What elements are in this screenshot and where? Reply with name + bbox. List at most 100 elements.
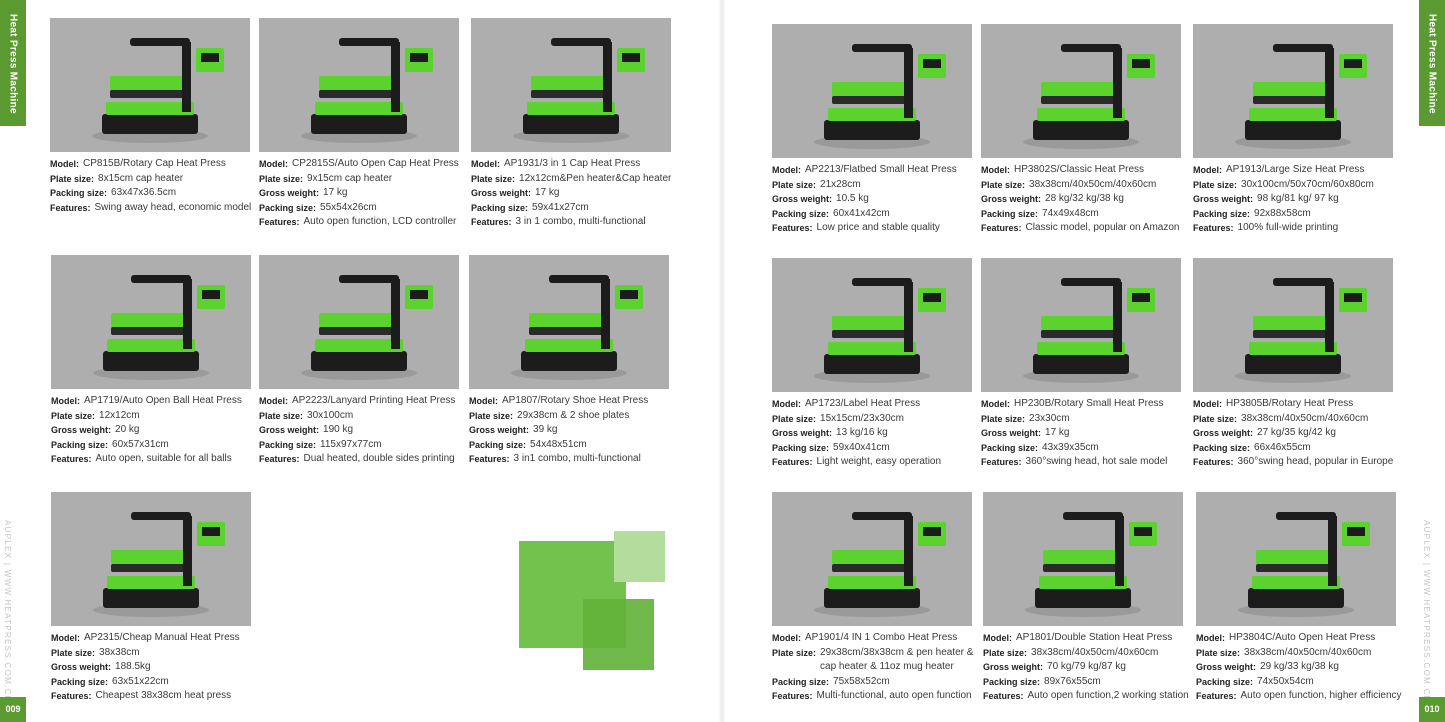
spec-features-value: Light weight, easy operation	[816, 456, 942, 467]
spec-plate-value: 15x15cm/23x30cm	[820, 412, 904, 424]
spec-label: Features:	[1196, 691, 1237, 701]
spec-plate-row: Plate size:38x38cm/40x50cm/40x60cm	[1193, 412, 1411, 427]
spec-label: Plate size:	[1196, 647, 1241, 658]
product-specs: Model:AP2213/Flatbed Small Heat Press Pl…	[772, 163, 990, 236]
spec-label: Model:	[50, 159, 79, 169]
spec-label: Packing size:	[983, 676, 1041, 687]
spec-label: Gross weight:	[1193, 194, 1254, 204]
spec-label: Gross weight:	[981, 194, 1042, 204]
spec-features-value: Auto open, suitable for all balls	[95, 453, 232, 464]
manual-heat-press-image	[93, 512, 225, 617]
spec-gross-value: 188.5kg	[115, 661, 151, 672]
spec-plate-value: 21x28cm	[820, 178, 861, 190]
spec-gross-value: 10.5 kg	[836, 193, 869, 204]
swing-heat-press-image	[1023, 278, 1155, 383]
spec-label: Plate size:	[983, 647, 1028, 658]
spec-label: Plate size:	[259, 410, 304, 421]
side-tab-left: Heat Press Machine	[0, 0, 26, 126]
product-card-10: Model:AP1913/Large Size Heat Press Plate…	[1193, 24, 1411, 236]
spec-gross-row: Gross weight:188.5kg	[51, 660, 269, 675]
spec-label: Features:	[259, 217, 300, 227]
spec-gross-value: 39 kg	[533, 424, 558, 435]
spec-gross-value: 98 kg/81 kg/ 97 kg	[1257, 193, 1339, 204]
spec-label: Gross weight:	[772, 194, 833, 204]
spec-features-row: Features:Swing away head, economic model	[50, 201, 268, 216]
product-specs: Model:AP1807/Rotary Shoe Heat Press Plat…	[469, 394, 687, 467]
spec-packing-value: 55x54x26cm	[320, 201, 377, 213]
cap-heat-press-image	[301, 38, 433, 143]
spec-label: Packing size:	[259, 202, 317, 213]
website-text: AUPLEX | WWW.HEATPRESS.COM.CN	[1422, 520, 1431, 703]
spec-model-row: Model: AP1931/3 in 1 Cap Heat Press	[471, 157, 689, 172]
spec-features-value: 3 in1 combo, multi-functional	[513, 453, 641, 464]
spec-model-value: HP3802S/Classic Heat Press	[1014, 164, 1145, 175]
spec-label: Plate size:	[469, 410, 514, 421]
spec-label: Gross weight:	[772, 428, 833, 438]
spec-plate-row: Plate size:38x38cm/40x50cm/40x60cm	[1196, 646, 1414, 661]
spec-plate-row: Plate size:12x12cm&Pen heater&Cap heater	[471, 172, 689, 187]
spec-packing-row: Packing size:54x48x51cm	[469, 438, 687, 453]
spec-packing-value: 63x51x22cm	[112, 675, 169, 687]
spec-packing-value: 54x48x51cm	[530, 438, 587, 450]
spec-gross-row: Gross weight:10.5 kg	[772, 192, 990, 207]
spec-label: Plate size:	[51, 647, 96, 658]
product-card-15: Model: AP1801/Double Station Heat Press P…	[983, 492, 1201, 704]
spec-model-value: AP1801/Double Station Heat Press	[1016, 632, 1173, 643]
spec-label: Model:	[471, 159, 500, 169]
lanyard-heat-press-image	[301, 275, 433, 380]
spec-label: Model:	[983, 633, 1012, 643]
product-photo	[981, 24, 1181, 158]
spec-plate-row: Plate size:38x38cm	[51, 646, 269, 661]
product-photo	[772, 258, 972, 392]
spec-model-value: AP1723/Label Heat Press	[805, 398, 921, 409]
spec-label: Features:	[50, 202, 91, 213]
spec-plate-value: 9x15cm cap heater	[307, 172, 393, 184]
spec-label: Model:	[51, 396, 80, 406]
spec-gross-row: Gross weight:17 kg	[471, 186, 689, 201]
spec-label: Plate size:	[772, 413, 817, 424]
product-specs: Model: AP1801/Double Station Heat Press P…	[983, 631, 1201, 704]
spec-model-value: CP2815S/Auto Open Cap Heat Press	[292, 158, 459, 169]
spec-gross-row: Gross weight:39 kg	[469, 423, 687, 438]
spec-label: Packing size:	[772, 676, 830, 687]
spec-features-value: Classic model, popular on Amazon	[1025, 222, 1180, 233]
spec-features-row: Features:Auto open function,2 working st…	[983, 689, 1201, 704]
spec-packing-value: 75x58x52cm	[833, 675, 890, 687]
spec-model-row: Model:HP3805B/Rotary Heat Press	[1193, 397, 1411, 412]
spec-label: Packing size:	[1196, 676, 1254, 687]
spec-plate-row: Plate size:38x38cm/40x50cm/40x60cm	[981, 178, 1199, 193]
spec-packing-row: Packing size:75x58x52cm	[772, 675, 990, 690]
spec-label: Gross weight:	[471, 188, 532, 198]
spec-packing-row: Packing size:92x88x58cm	[1193, 207, 1411, 222]
spec-gross-row: Gross weight:17 kg	[259, 186, 477, 201]
spec-model-value: AP2223/Lanyard Printing Heat Press	[292, 395, 456, 406]
spec-features-value: Swing away head, economic model	[94, 201, 252, 213]
spec-model-row: Model:AP1807/Rotary Shoe Heat Press	[469, 394, 687, 409]
page-number-right: 010	[1419, 697, 1445, 722]
spec-features-value: 100% full-wide printing	[1237, 222, 1339, 233]
product-photo	[51, 255, 251, 389]
product-photo	[772, 24, 972, 158]
spec-model-value: AP1901/4 IN 1 Combo Heat Press	[805, 632, 958, 643]
spec-packing-row: Packing size:74x50x54cm	[1196, 675, 1414, 690]
spec-gross-value: 70 kg/79 kg/87 kg	[1047, 661, 1126, 672]
spec-label: Features:	[981, 457, 1022, 467]
spec-model-row: Model:AP1719/Auto Open Ball Heat Press	[51, 394, 269, 409]
spec-model-value: AP1807/Rotary Shoe Heat Press	[502, 395, 649, 406]
spec-features-row: Features:Multi-functional, auto open fun…	[772, 689, 990, 704]
spec-features-value: 360°swing head, popular in Europe	[1237, 456, 1394, 467]
spec-gross-value: 29 kg/33 kg/38 kg	[1260, 661, 1339, 672]
spec-model-value: AP1913/Large Size Heat Press	[1226, 164, 1365, 175]
spec-label: Packing size:	[772, 208, 830, 219]
spec-plate-value: 30x100cm/50x70cm/60x80cm	[1241, 178, 1374, 190]
spec-label: Gross weight:	[981, 428, 1042, 438]
spec-plate-value: 23x30cm	[1029, 412, 1070, 424]
spec-features-row: Features:Low price and stable quality	[772, 221, 990, 236]
spec-model-value: AP2315/Cheap Manual Heat Press	[84, 632, 240, 643]
spec-model-value: AP1931/3 in 1 Cap Heat Press	[504, 158, 641, 169]
spec-packing-value: 74x50x54cm	[1257, 675, 1314, 687]
spec-gross-row: Gross weight:70 kg/79 kg/87 kg	[983, 660, 1201, 675]
spec-label: Plate size:	[1193, 179, 1238, 190]
spec-label: Gross weight:	[51, 662, 112, 672]
spec-gross-value: 17 kg	[535, 187, 560, 198]
